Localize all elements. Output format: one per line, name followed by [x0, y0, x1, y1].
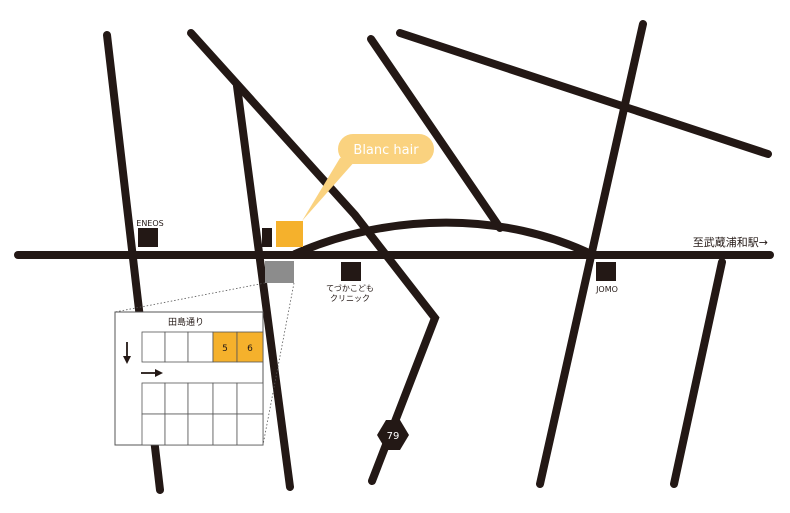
parking-space	[141, 382, 166, 415]
parking-inset: 田島通り 5 6	[114, 311, 264, 446]
right-arrow-icon	[141, 369, 163, 377]
jomo-marker	[596, 262, 616, 281]
down-arrow-icon	[123, 342, 131, 364]
parking-space	[212, 413, 238, 446]
building-marker	[262, 228, 272, 247]
clinic-label-line2: クリニック	[330, 294, 370, 303]
shop-name-label: Blanc hair	[353, 143, 419, 158]
route-number-label: 79	[387, 431, 400, 442]
eneos-label: ENEOS	[136, 219, 163, 228]
road-diagonal-route79	[187, 29, 440, 485]
parking-space	[164, 382, 189, 415]
parking-space	[212, 382, 238, 415]
parking-space	[187, 382, 214, 415]
parking-space	[164, 331, 189, 363]
parking-space	[187, 331, 214, 363]
parking-space-highlight	[212, 331, 238, 363]
direction-label: 至武蔵浦和駅→	[693, 236, 768, 249]
parking-space	[164, 413, 189, 446]
parking-street-label: 田島通り	[168, 316, 204, 328]
road-left-vertical	[233, 82, 294, 491]
parking-entrance-marker	[265, 261, 294, 283]
clinic-marker	[341, 262, 361, 281]
parking-space	[187, 413, 214, 446]
road-upper-diagonal	[367, 35, 504, 232]
parking-space	[236, 382, 264, 415]
clinic-label-line1: てづかこども	[326, 284, 374, 293]
eneos-marker	[138, 228, 158, 247]
parking-space-label: 6	[247, 344, 253, 354]
road-top-right-diagonal	[396, 29, 772, 158]
parking-space-highlight	[236, 331, 264, 363]
shop-callout-bubble	[338, 134, 434, 164]
parking-space	[141, 331, 166, 363]
jomo-label: JOMO	[595, 285, 618, 294]
shop-callout-pointer	[302, 158, 356, 221]
roads	[14, 20, 774, 494]
parking-space	[236, 413, 264, 446]
shop-marker	[276, 221, 303, 247]
road-far-right	[670, 258, 726, 488]
parking-space-label: 5	[222, 344, 228, 354]
inset-guide-lines	[114, 282, 295, 446]
road-curve	[291, 218, 597, 259]
parking-space	[141, 413, 166, 446]
route-79-sign-icon	[377, 420, 409, 450]
